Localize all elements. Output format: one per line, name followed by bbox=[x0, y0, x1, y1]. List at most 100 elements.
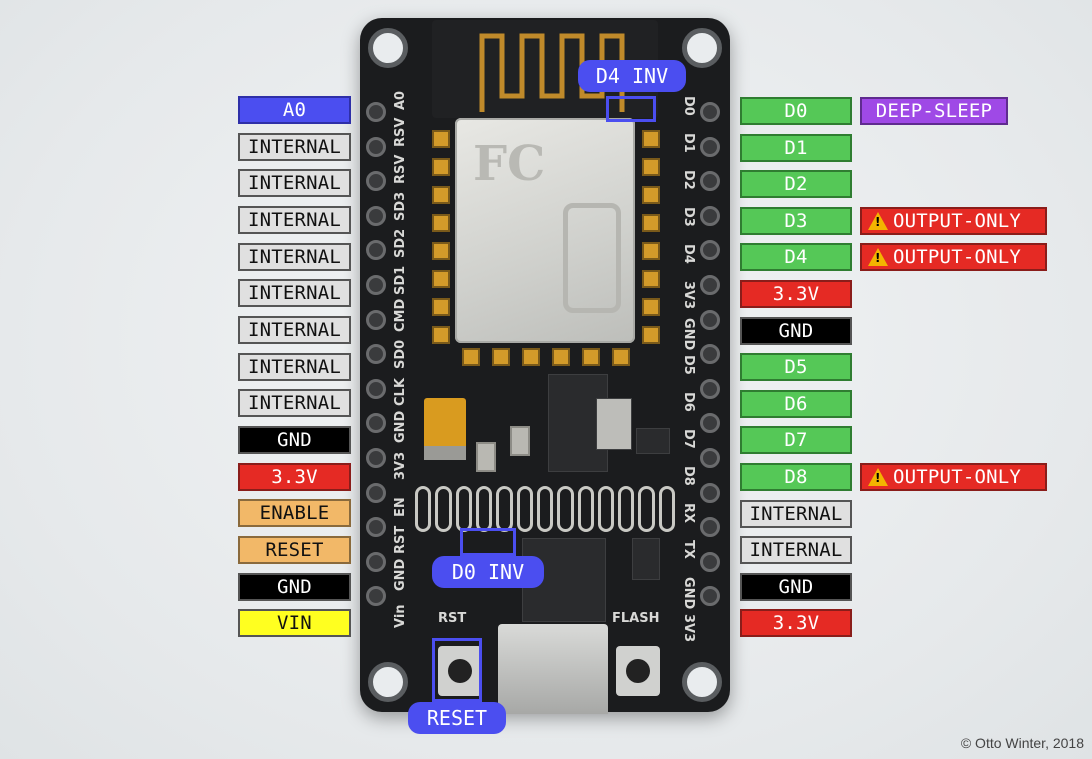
pin-label-d5: D5 bbox=[740, 353, 852, 381]
reset-button-highlight bbox=[432, 638, 482, 702]
silk-left-pin: RSV bbox=[393, 117, 408, 147]
silk-left-pin: GND bbox=[393, 558, 408, 591]
silk-right-pin: D7 bbox=[681, 429, 696, 449]
wifi-logo bbox=[563, 203, 621, 313]
mounting-hole bbox=[368, 662, 408, 702]
pin-label-d7: D7 bbox=[740, 426, 852, 454]
pin-label-d6: D6 bbox=[740, 390, 852, 418]
pin-label-gnd: GND bbox=[238, 573, 351, 601]
d0-led-highlight bbox=[460, 528, 516, 556]
silk-left-pin: SD3 bbox=[393, 191, 408, 221]
silk-left-pin: SD2 bbox=[393, 228, 408, 258]
pin-label-gnd: GND bbox=[238, 426, 351, 454]
silk-left-pin: Vin bbox=[393, 604, 408, 628]
reset-button[interactable] bbox=[438, 646, 482, 696]
silk-left-pin: CLK bbox=[393, 378, 408, 406]
output-only-text: OUTPUT-ONLY bbox=[893, 246, 1022, 268]
pin-label-vin: VIN bbox=[238, 609, 351, 637]
silk-right-pin: D2 bbox=[681, 170, 696, 190]
left-pin-header bbox=[366, 102, 388, 607]
silk-right-pin: D4 bbox=[681, 244, 696, 264]
silk-right-pin: 3V3 bbox=[681, 281, 696, 310]
copyright-notice: © Otto Winter, 2018 bbox=[960, 735, 1084, 751]
mounting-hole bbox=[682, 28, 722, 68]
micro-usb-port bbox=[498, 624, 608, 714]
silk-left-pin: A0 bbox=[393, 90, 408, 110]
silk-rst: RST bbox=[438, 611, 467, 626]
pin-label-reset: RESET bbox=[238, 536, 351, 564]
flash-button[interactable] bbox=[616, 646, 660, 696]
pin-label-3v3: 3.3V bbox=[238, 463, 351, 491]
pin-label-d2: D2 bbox=[740, 170, 852, 198]
silk-right-pin: GND bbox=[681, 577, 696, 610]
silk-right-pin: GND bbox=[681, 318, 696, 351]
silk-right-pin: D6 bbox=[681, 392, 696, 412]
transistor bbox=[632, 538, 660, 580]
d4-inv-callout: D4 INV bbox=[578, 60, 686, 92]
output-only-label-d3: OUTPUT-ONLY bbox=[860, 207, 1047, 235]
mounting-hole bbox=[682, 662, 722, 702]
silk-left-pin: EN bbox=[393, 497, 408, 517]
output-only-text: OUTPUT-ONLY bbox=[893, 466, 1022, 488]
silk-left-pin: GND bbox=[393, 410, 408, 443]
pin-label-3v3: 3.3V bbox=[740, 609, 852, 637]
silk-left-pin: RST bbox=[393, 525, 408, 554]
warning-triangle-icon bbox=[868, 468, 888, 486]
pin-label-d3: D3 bbox=[740, 207, 852, 235]
pin-label-d0: D0 bbox=[740, 97, 852, 125]
esp8266-module-shield: FC bbox=[455, 118, 635, 343]
nodemcu-board: FC bbox=[360, 18, 730, 714]
pin-label-d1: D1 bbox=[740, 134, 852, 162]
silk-right-pin: D3 bbox=[681, 207, 696, 227]
output-only-text: OUTPUT-ONLY bbox=[893, 210, 1022, 232]
silk-left-pin: RSV bbox=[393, 154, 408, 184]
pin-label-internal: INTERNAL bbox=[238, 169, 351, 197]
pin-label-internal: INTERNAL bbox=[238, 133, 351, 161]
pin-label-gnd: GND bbox=[740, 317, 852, 345]
silk-right-pin: D0 bbox=[681, 96, 696, 116]
regulator-tab bbox=[596, 398, 632, 450]
silk-flash: FLASH bbox=[612, 611, 660, 626]
smd-component bbox=[510, 426, 530, 456]
pin-label-internal: INTERNAL bbox=[740, 500, 852, 528]
pin-label-internal: INTERNAL bbox=[238, 279, 351, 307]
pin-label-enable: ENABLE bbox=[238, 499, 351, 527]
pin-label-d4: D4 bbox=[740, 243, 852, 271]
pin-label-internal: INTERNAL bbox=[238, 353, 351, 381]
mounting-hole bbox=[368, 28, 408, 68]
output-only-label-d8: OUTPUT-ONLY bbox=[860, 463, 1047, 491]
silk-right-pin: D5 bbox=[681, 355, 696, 375]
silk-right-pin: D8 bbox=[681, 466, 696, 486]
fc-logo: FC bbox=[473, 136, 546, 192]
pin-label-gnd: GND bbox=[740, 573, 852, 601]
silk-right-pin: RX bbox=[681, 503, 696, 524]
breakout-pads bbox=[415, 486, 676, 532]
pin-label-internal: INTERNAL bbox=[740, 536, 852, 564]
silk-left-pin: SD1 bbox=[393, 265, 408, 295]
pin-label-internal: INTERNAL bbox=[238, 316, 351, 344]
pin-label-3v3: 3.3V bbox=[740, 280, 852, 308]
silk-left-pin: SD0 bbox=[393, 339, 408, 369]
output-only-label-d4: OUTPUT-ONLY bbox=[860, 243, 1047, 271]
transistor bbox=[636, 428, 670, 454]
silk-right-pin: 3V3 bbox=[681, 614, 696, 643]
reset-callout: RESET bbox=[408, 702, 506, 734]
pin-label-internal: INTERNAL bbox=[238, 206, 351, 234]
warning-triangle-icon bbox=[868, 212, 888, 230]
pin-label-internal: INTERNAL bbox=[238, 243, 351, 271]
pin-label-a0: A0 bbox=[238, 96, 351, 124]
smd-component bbox=[476, 442, 496, 472]
silk-left-pin: CMD bbox=[393, 298, 408, 332]
pin-label-internal: INTERNAL bbox=[238, 389, 351, 417]
d4-led-highlight bbox=[606, 96, 656, 122]
tantalum-capacitor bbox=[424, 398, 466, 460]
warning-triangle-icon bbox=[868, 248, 888, 266]
silk-right-pin: D1 bbox=[681, 133, 696, 153]
silk-left-pin: 3V3 bbox=[393, 451, 408, 480]
pin-label-d8: D8 bbox=[740, 463, 852, 491]
d0-inv-callout: D0 INV bbox=[432, 556, 544, 588]
right-pin-header bbox=[700, 102, 722, 607]
deep-sleep-label: DEEP-SLEEP bbox=[860, 97, 1008, 125]
silk-right-pin: TX bbox=[681, 540, 696, 559]
